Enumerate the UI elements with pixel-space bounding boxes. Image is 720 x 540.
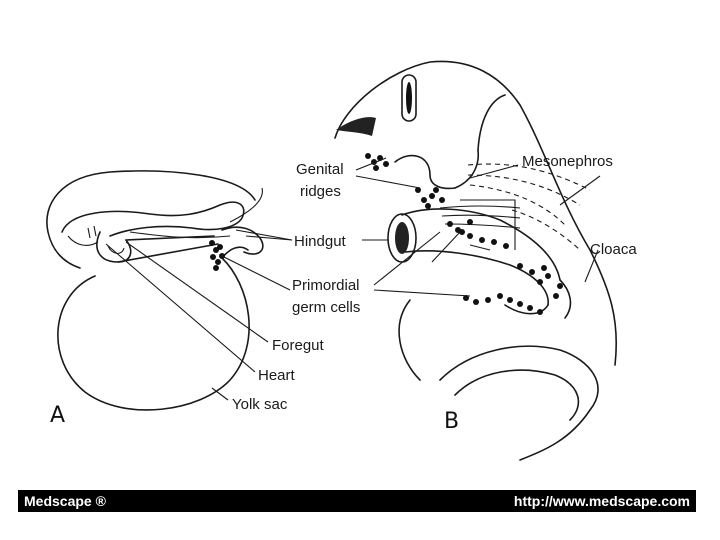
germ-cell-dot (545, 273, 551, 279)
germ-cell-dot (383, 161, 389, 167)
germ-cell-dot (365, 153, 371, 159)
germ-cell-dot (210, 254, 216, 260)
primordial-germ-cells-label-line2: germ cells (292, 299, 360, 316)
germ-cell-dot (557, 283, 563, 289)
germ-cell-dot (529, 269, 535, 275)
germ-cell-dot (425, 203, 431, 209)
germ-cell-dot (467, 219, 473, 225)
germ-cell-dot (503, 243, 509, 249)
germ-cell-dot (459, 229, 465, 235)
foregut-label: Foregut (272, 337, 325, 354)
genital-ridges-label-line2: ridges (300, 183, 341, 200)
germ-cell-dot (421, 197, 427, 203)
heart-label: Heart (258, 367, 296, 384)
panel-b-letter: B (444, 409, 459, 434)
hindgut-label: Hindgut (294, 233, 347, 250)
germ-cell-dot (217, 244, 223, 250)
germ-cell-dot (219, 253, 225, 259)
footer-bar: Medscape ® http://www.medscape.com (18, 490, 696, 512)
germ-cell-dot (553, 293, 559, 299)
germ-cell-dot (215, 259, 221, 265)
yolk-sac-label: Yolk sac (232, 396, 288, 413)
genital-ridges-label-line1: Genital (296, 161, 344, 178)
primordial-germ-cells-b (365, 153, 563, 315)
germ-cell-dot (537, 309, 543, 315)
germ-cell-dot (467, 233, 473, 239)
mesonephros-label: Mesonephros (522, 153, 613, 170)
footer-brand: Medscape ® (24, 493, 106, 509)
panel-b-leaders (356, 158, 600, 296)
germ-cell-dot (429, 193, 435, 199)
germ-cell-dot (517, 301, 523, 307)
cloaca-label: Cloaca (590, 241, 637, 258)
footer-url: http://www.medscape.com (514, 493, 690, 509)
germ-cell-dot (433, 187, 439, 193)
embryo-diagram: Hindgut Primordial germ cells Foregut He… (0, 0, 720, 490)
germ-cell-dot (541, 265, 547, 271)
germ-cell-dot (527, 305, 533, 311)
primordial-germ-cells-label-line1: Primordial (292, 277, 360, 294)
germ-cell-dot (507, 297, 513, 303)
germ-cell-dot (373, 165, 379, 171)
germ-cell-dot (473, 299, 479, 305)
germ-cell-dot (209, 240, 215, 246)
panel-b-embryo (335, 61, 616, 460)
panel-a-embryo (47, 171, 263, 410)
germ-cell-dot (537, 279, 543, 285)
germ-cell-dot (479, 237, 485, 243)
germ-cell-dot (447, 221, 453, 227)
germ-cell-dot (439, 197, 445, 203)
germ-cell-dot (517, 263, 523, 269)
germ-cell-dot (485, 297, 491, 303)
germ-cell-dot (491, 239, 497, 245)
germ-cell-dot (213, 265, 219, 271)
germ-cell-dot (497, 293, 503, 299)
panel-a-letter: A (50, 403, 65, 428)
